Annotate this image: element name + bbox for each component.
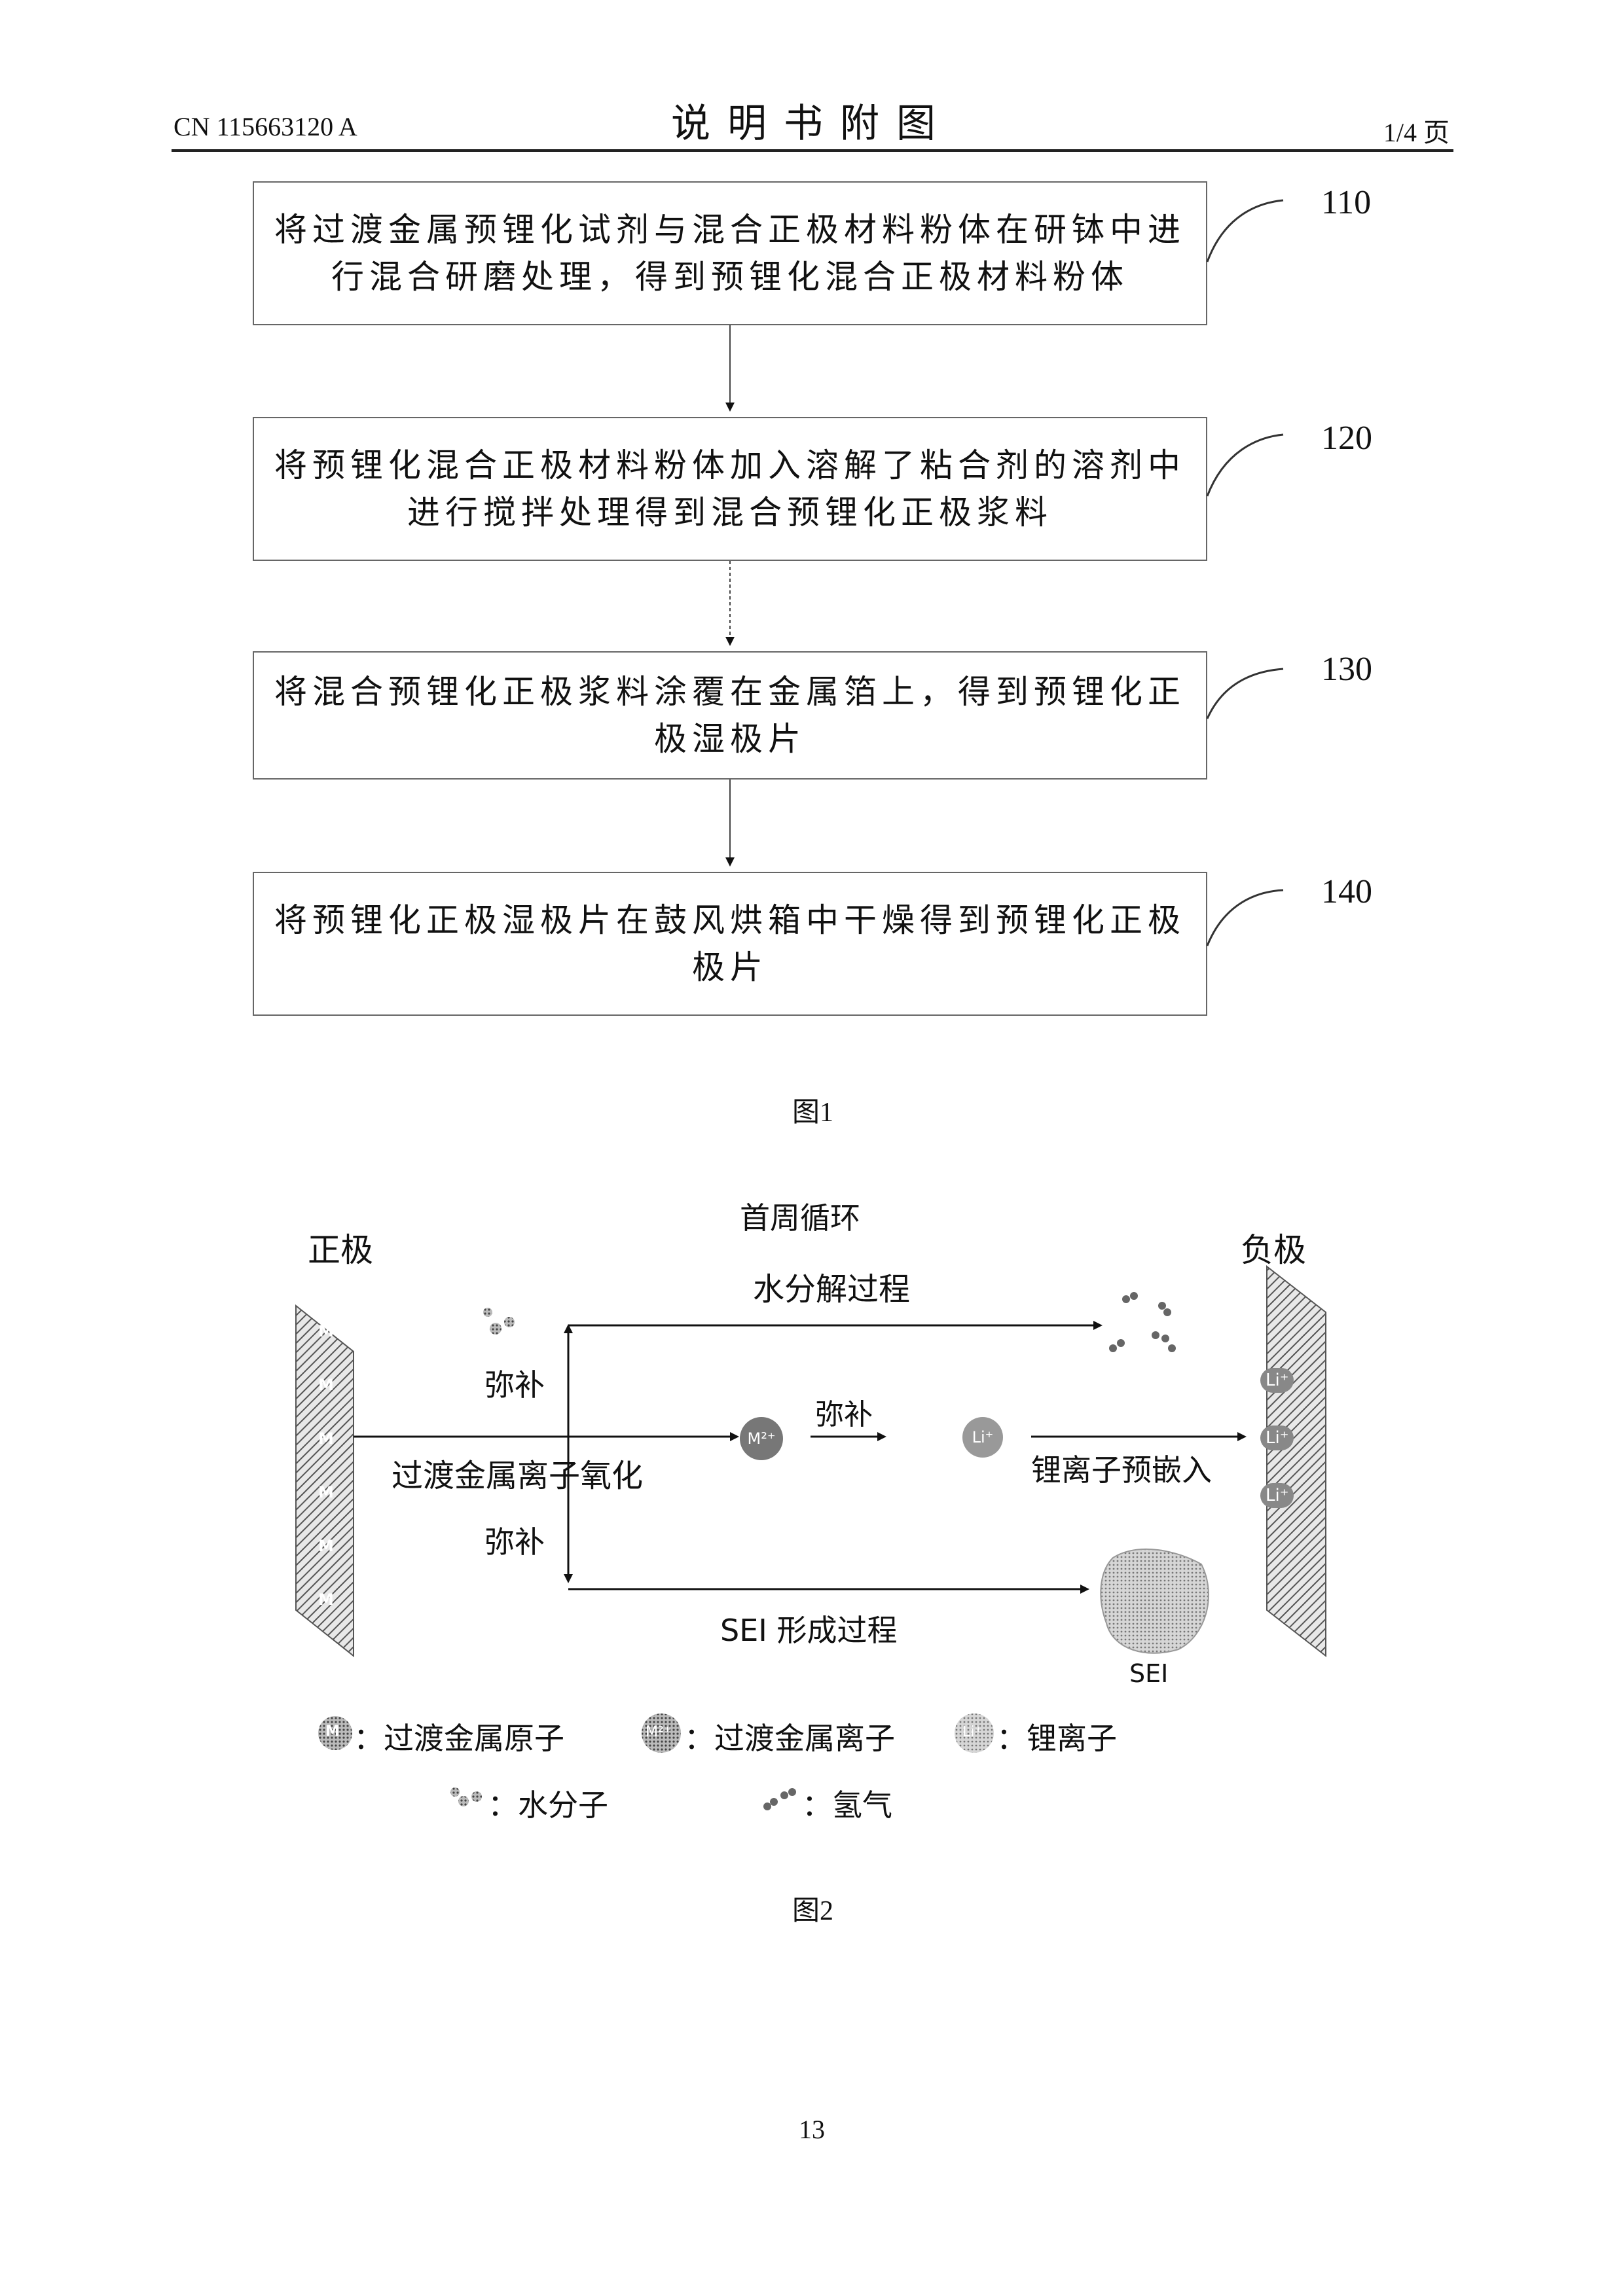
figure2-caption: 图2: [792, 1896, 834, 1926]
header-rule: [172, 149, 1453, 152]
compensate-lower: 弥补: [484, 1524, 545, 1560]
cathode-atom: M: [318, 1590, 334, 1609]
anode-label: 负极: [1241, 1231, 1306, 1269]
legend-li-badge: Li⁺: [962, 1724, 982, 1740]
flow-step-130: 将混合预锂化正极浆料涂覆在金属箔上，得到预锂化正极湿极片: [253, 651, 1207, 780]
cathode-plate: [295, 1304, 354, 1658]
cathode-atom: M: [318, 1322, 334, 1340]
step-number-140: 140: [1321, 873, 1372, 910]
legend-atom-badge: M: [325, 1723, 340, 1740]
page-indicator: 1/4 页: [1383, 118, 1450, 147]
flow-step-120: 将预锂化混合正极材料粉体加入溶解了粘合剂的溶剂中进行搅拌处理得到混合预锂化正极浆…: [253, 417, 1207, 561]
legend-shapes: [318, 1713, 994, 1810]
cathode-atom: M: [318, 1483, 334, 1501]
flow-step-text: 将混合预锂化正极浆料涂覆在金属箔上，得到预锂化正极湿极片: [274, 673, 1186, 758]
page-title: 说明书附图: [671, 101, 953, 147]
figure1-caption: 图1: [792, 1098, 834, 1128]
legend-li: ：锂离子: [996, 1721, 1117, 1756]
cathode-atom: M: [318, 1537, 334, 1555]
legend-ion-badge: M²⁺: [646, 1724, 672, 1740]
water-process-label: 水分解过程: [753, 1271, 911, 1308]
fig2-title: 首周循环: [740, 1200, 860, 1236]
legend-ion: ：过渡金属离子: [684, 1721, 895, 1756]
page-number: 13: [799, 2115, 825, 2144]
sei-blob: [1100, 1548, 1210, 1654]
lithium-ion: Li⁺: [962, 1417, 1003, 1458]
cathode-atom: M: [318, 1429, 334, 1448]
oxidation-label: 过渡金属离子氧化: [392, 1458, 644, 1494]
step-number-130: 130: [1321, 651, 1372, 688]
flow-step-110: 将过渡金属预锂化试剂与混合正极材料粉体在研钵中进行混合研磨处理，得到预锂化混合正…: [253, 181, 1207, 325]
legend-atom: ：过渡金属原子: [354, 1721, 564, 1756]
cathode-atom: M: [318, 1376, 334, 1394]
anode-li-ion: Li⁺: [1260, 1483, 1294, 1508]
step-number-110: 110: [1321, 184, 1372, 221]
pre-embed-label: 锂离子预嵌入: [1031, 1452, 1212, 1488]
sei-label: SEI: [1129, 1659, 1169, 1688]
cathode-label: 正极: [308, 1231, 373, 1269]
sei-process-label: SEI 形成过程: [720, 1613, 898, 1648]
compensate-middle: 弥补: [815, 1398, 873, 1431]
flow-step-140: 将预锂化正极湿极片在鼓风烘箱中干燥得到预锂化正极极片: [253, 872, 1207, 1016]
fig2-arrows: [354, 1321, 1247, 1594]
transition-metal-ion: M²⁺: [740, 1417, 783, 1460]
anode-li-ion: Li⁺: [1260, 1426, 1294, 1450]
hydrogen-cluster: [1109, 1292, 1176, 1352]
legend-hydrogen: ：氢气: [802, 1787, 892, 1823]
step-number-120: 120: [1321, 420, 1372, 457]
flow-step-text: 将过渡金属预锂化试剂与混合正极材料粉体在研钵中进行混合研磨处理，得到预锂化混合正…: [274, 211, 1186, 296]
water-molecule-cluster: [483, 1308, 515, 1335]
legend-water: ：水分子: [488, 1787, 608, 1823]
anode-plate: [1266, 1265, 1326, 1658]
anode-li-ion: Li⁺: [1260, 1368, 1294, 1393]
patent-number: CN 115663120 A: [173, 112, 357, 141]
leader-lines: [1206, 199, 1284, 946]
flow-step-text: 将预锂化正极湿极片在鼓风烘箱中干燥得到预锂化正极极片: [274, 901, 1186, 986]
flow-step-text: 将预锂化混合正极材料粉体加入溶解了粘合剂的溶剂中进行搅拌处理得到混合预锂化正极浆…: [274, 446, 1186, 531]
compensate-upper: 弥补: [484, 1367, 545, 1403]
